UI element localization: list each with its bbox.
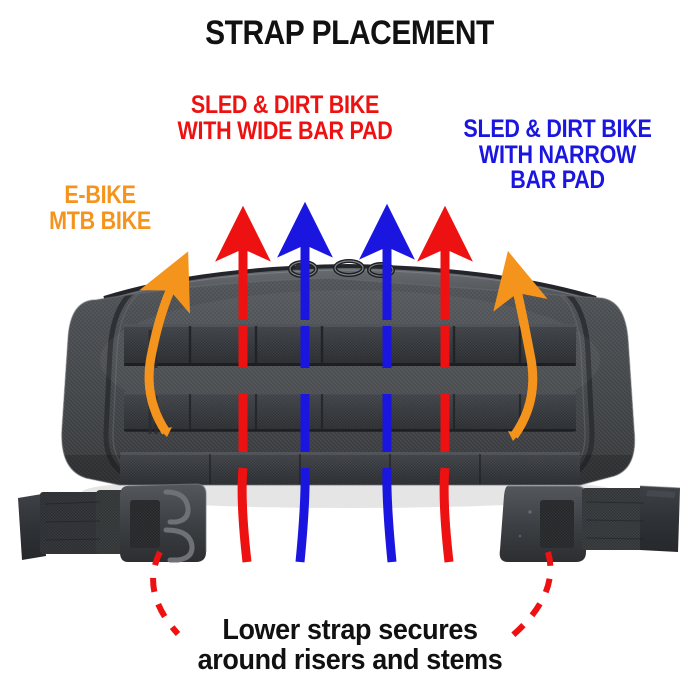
label-sled-dirt-narrow-bar-pad: SLED & DIRT BIKE WITH NARROW BAR PAD bbox=[463, 115, 652, 194]
side-release-buckle-right bbox=[499, 485, 587, 562]
label-ebike-mtb-bike: E-BIKE MTB BIKE bbox=[49, 181, 151, 235]
right-bolster-seam bbox=[564, 290, 595, 477]
molle-webbing-row-upper bbox=[124, 324, 576, 366]
lower-strap-caption: Lower strap secures around risers and st… bbox=[197, 614, 503, 677]
molle-webbing-row-lower bbox=[120, 452, 580, 485]
left-bolster-seam bbox=[103, 290, 134, 477]
side-release-buckle-left bbox=[120, 483, 207, 563]
zipper-pull bbox=[333, 259, 365, 277]
webbing-strap-right bbox=[582, 485, 681, 552]
bag-body bbox=[61, 277, 636, 486]
zipper-pull bbox=[367, 262, 395, 278]
label-sled-dirt-wide-bar-pad: SLED & DIRT BIKE WITH WIDE BAR PAD bbox=[177, 91, 393, 145]
page-title: STRAP PLACEMENT bbox=[205, 14, 494, 52]
molle-webbing-row-middle bbox=[124, 392, 576, 432]
